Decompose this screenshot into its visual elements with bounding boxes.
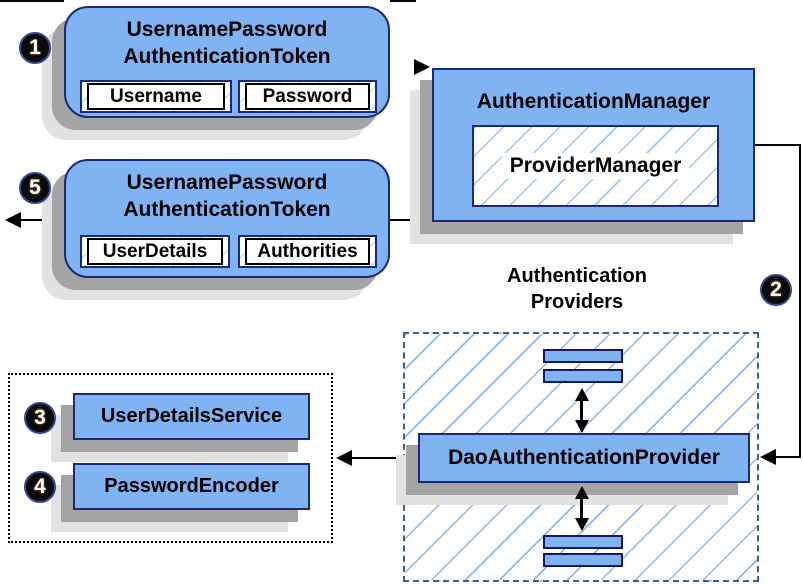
providers-label-line1: Authentication [507,265,647,287]
arrowhead-into-collaborators-icon [336,450,352,466]
double-arrow-top-icon [574,388,590,433]
provider-item-bar [543,369,623,383]
provider-item-bar [543,349,623,363]
node-password-encoder: PasswordEncoder [73,463,310,510]
node-authentication-manager: AuthenticationManager ProviderManager [432,68,755,222]
step-marker-5: 5 [19,172,51,204]
provider-item-bar [543,535,623,549]
providers-group-label: Authentication Providers [442,263,712,315]
authentication-manager-title: AuthenticationManager [476,90,711,113]
double-arrow-bottom-icon [574,486,590,531]
step-marker-3: 3 [24,402,56,434]
password-encoder-title: PasswordEncoder [104,475,279,497]
node-provider-manager: ProviderManager [472,125,719,207]
connector-step5-outbound [20,219,64,221]
field-authorities-label: Authorities [245,238,370,265]
field-userdetails: UserDetails [80,235,230,268]
request-token-title: UsernamePassword AuthenticationToken [66,16,388,70]
step-marker-4: 4 [24,471,56,503]
dao-provider-title: DaoAuthenticationProvider [448,446,720,469]
connector-dao-to-collaborators [351,457,418,459]
arrowhead-into-dao-icon [760,449,776,465]
step-marker-2: 2 [760,274,792,306]
arrowhead-into-manager-icon [414,59,430,75]
node-user-details-service: UserDetailsService [73,393,310,440]
response-token-title-line1: UsernamePassword [126,171,328,194]
request-token-title-line1: UsernamePassword [126,18,328,41]
provider-item-bar [543,553,623,567]
providers-label-line2: Providers [530,291,624,313]
user-details-service-title: UserDetailsService [100,405,283,427]
field-username-label: Username [87,83,225,110]
provider-manager-title: ProviderManager [501,153,690,179]
connector-into-providers [776,456,801,458]
arrowhead-step5-icon [5,212,21,228]
node-dao-authentication-provider: DaoAuthenticationProvider [418,433,750,483]
field-password-label: Password [245,83,370,110]
field-authorities: Authorities [238,235,377,268]
response-token-title: UsernamePassword AuthenticationToken [66,169,388,223]
connector-manager-to-token [390,219,434,221]
field-username: Username [80,80,232,113]
connector-right-vertical [799,144,801,458]
request-token-title-line2: AuthenticationToken [123,45,331,68]
response-token-title-line2: AuthenticationToken [123,198,331,221]
field-password: Password [238,80,377,113]
connector-manager-right [755,144,801,146]
node-response-token: UsernamePassword AuthenticationToken Use… [64,159,390,278]
node-request-token: UsernamePassword AuthenticationToken Use… [64,6,390,118]
connector-token-to-manager [390,0,416,2]
step-marker-1: 1 [19,32,51,64]
field-userdetails-label: UserDetails [87,238,223,265]
connector-step1-inbound [0,0,64,2]
